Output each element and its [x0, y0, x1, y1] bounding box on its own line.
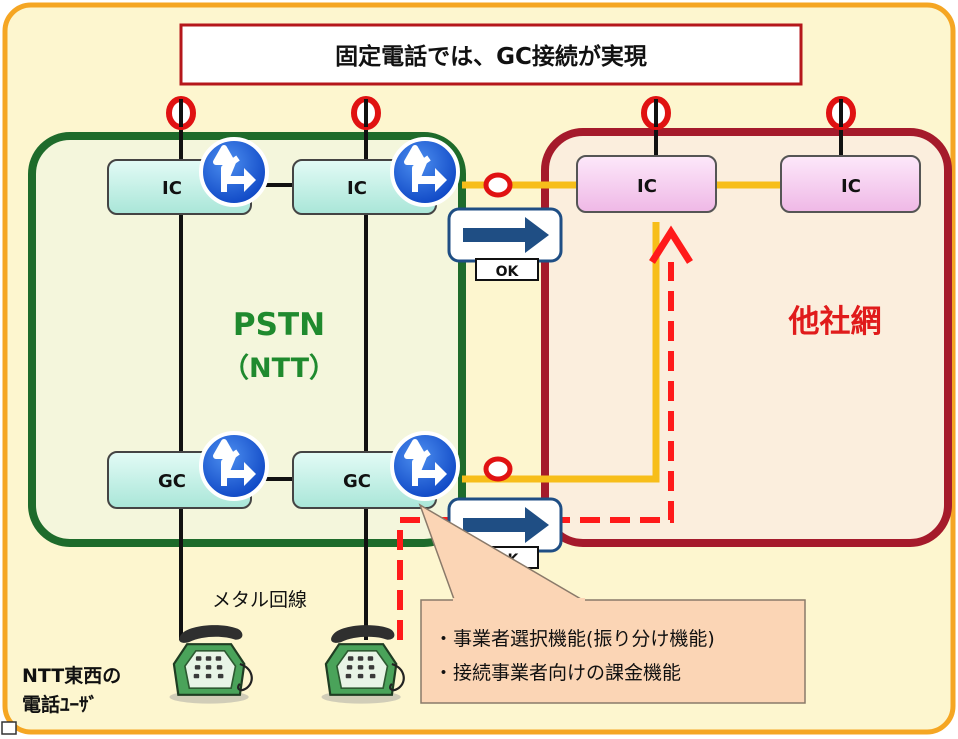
- title-text: 固定電話では、GC接続が実現: [335, 43, 647, 70]
- slide-marker: [1, 721, 17, 735]
- ic-interconnect-ring-icon: [483, 172, 513, 198]
- other-network-region: [541, 128, 952, 547]
- other-network-label: 他社網: [788, 304, 882, 340]
- right-arrow-icon: [463, 217, 549, 253]
- user-label-line2: 電話ﾕｰｻﾞ: [22, 694, 99, 716]
- callout-line-2: ・接続事業者向けの課金機能: [434, 662, 682, 684]
- route-split-icon: [390, 137, 460, 207]
- callout-line-1: ・事業者選択機能(振り分け機能): [434, 628, 715, 650]
- callout-box: [420, 599, 806, 704]
- other-ic-left-label: IC: [637, 176, 657, 197]
- telephone-right-icon: [320, 623, 405, 705]
- connector-ring-icon: [826, 96, 856, 130]
- interconnect-links: [462, 181, 782, 483]
- ok-label-top: OK: [496, 264, 520, 280]
- ok-sign-top: OK: [447, 207, 563, 281]
- pstn-gc-left-label: GC: [158, 471, 186, 492]
- connector-ring-icon: [166, 96, 196, 130]
- connector-ring-icon: [351, 96, 381, 130]
- pstn-gc-right-label: GC: [343, 471, 371, 492]
- pstn-region: [28, 132, 466, 547]
- pstn-label: PSTN: [233, 307, 325, 343]
- right-arrow-icon: [463, 507, 549, 543]
- call-route-arrowhead: [649, 225, 693, 264]
- gc-interconnect-ring-icon: [483, 456, 513, 482]
- metal-line-label: メタル回線: [212, 589, 308, 611]
- other-ic-right-label: IC: [841, 176, 861, 197]
- route-split-icon: [199, 431, 269, 501]
- pstn-ic-left-label: IC: [162, 178, 182, 199]
- routing-badges: [199, 137, 460, 501]
- telephone-left-icon: [168, 623, 253, 705]
- title-box: [179, 23, 803, 86]
- connector-ring-icon: [641, 96, 671, 130]
- top-connectors: [166, 96, 856, 130]
- user-label-line1: NTT東西の: [22, 665, 122, 687]
- other-ic-left-node: [576, 155, 717, 213]
- pstn-sublabel: （NTT）: [222, 353, 336, 384]
- other-ic-right-node: [780, 155, 921, 213]
- route-split-icon: [390, 431, 460, 501]
- pstn-ic-right-label: IC: [347, 178, 367, 199]
- route-split-icon: [199, 137, 269, 207]
